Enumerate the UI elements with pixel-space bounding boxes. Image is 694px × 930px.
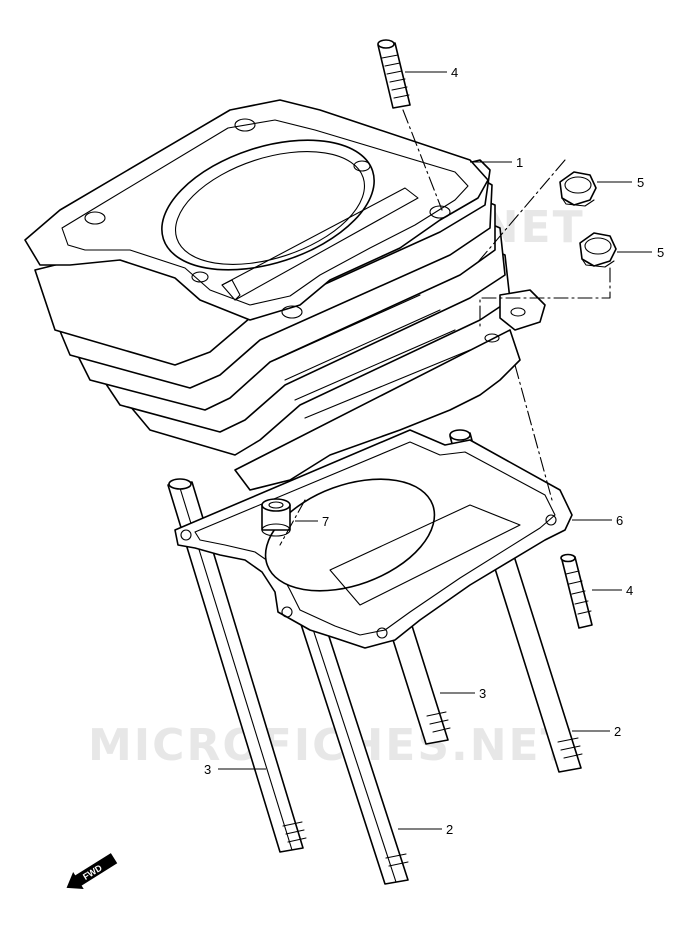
- flange-nut-upper: [559, 171, 597, 207]
- leader-lines: [218, 71, 652, 830]
- callout-4-lower: 4: [626, 583, 633, 598]
- callout-7: 7: [322, 514, 329, 529]
- dowel-pin: [261, 498, 291, 537]
- alignment-lines: [279, 109, 611, 546]
- callout-2-bottom: 2: [446, 822, 453, 837]
- cylinder-base-gasket: [174, 429, 573, 649]
- forward-arrow-icon: FWD: [66, 853, 118, 889]
- callout-6: 6: [616, 513, 623, 528]
- callout-4-top: 4: [451, 65, 458, 80]
- callout-3-left: 3: [204, 762, 211, 777]
- cylinder-block: [24, 99, 546, 491]
- callout-5-upper: 5: [637, 175, 644, 190]
- stud-top-left: [377, 39, 411, 109]
- callout-3-right: 3: [479, 686, 486, 701]
- callout-2-right: 2: [614, 724, 621, 739]
- stud-right-lower: [560, 553, 593, 629]
- watermark-bottom: MICROFICHES.NET: [88, 720, 573, 771]
- callout-1: 1: [516, 155, 523, 170]
- flange-nut-lower: [579, 232, 617, 268]
- callout-5-lower: 5: [657, 245, 664, 260]
